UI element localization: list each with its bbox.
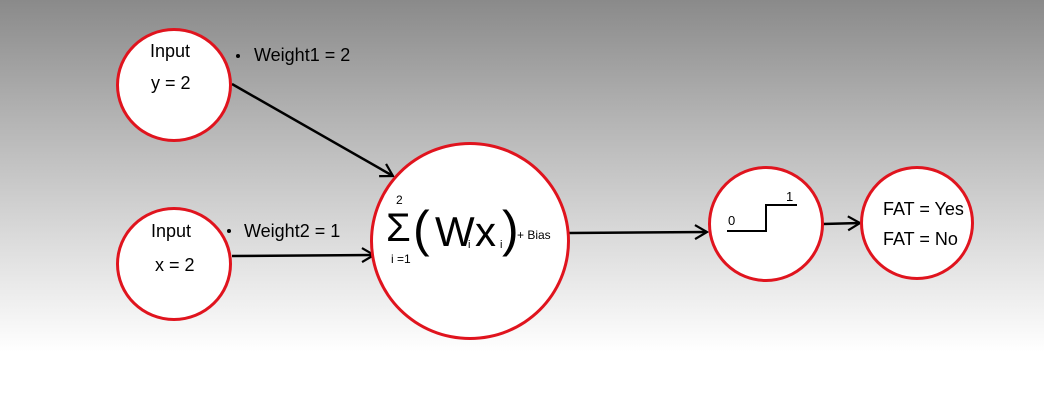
output-yes-label: FAT = Yes	[883, 199, 964, 219]
sum-bias-label: + Bias	[517, 228, 551, 242]
weight1-bullet	[236, 54, 240, 58]
weight1-label: Weight1 = 2	[254, 45, 351, 65]
step-high-label: 1	[786, 189, 794, 204]
sum-x-symbol: x	[475, 208, 496, 255]
sum-lower-limit: i =1	[391, 252, 411, 266]
arrow-step-to-output	[822, 215, 863, 232]
input-y-label: Input	[150, 41, 191, 61]
arrow-x-to-sum	[231, 247, 377, 264]
arrow-sum-to-step	[568, 224, 710, 241]
arrow-y-to-sum	[231, 82, 395, 178]
input-x-node	[116, 207, 232, 321]
sum-close-paren: )	[502, 201, 519, 257]
input-x-label: Input	[151, 221, 192, 241]
sum-weight-subscript: i	[468, 239, 471, 251]
sum-open-paren: (	[413, 201, 430, 257]
sum-weight-symbol: W	[435, 208, 475, 255]
summation-node	[370, 142, 570, 340]
weight2-label: Weight2 = 1	[244, 221, 341, 241]
input-y-value: y = 2	[151, 73, 191, 93]
sum-upper-limit: 2	[396, 193, 403, 207]
output-node	[860, 166, 974, 280]
sum-x-subscript: i	[500, 239, 503, 251]
input-y-node	[116, 28, 232, 142]
sum-sigma-symbol: Σ	[386, 206, 411, 250]
output-no-label: FAT = No	[883, 229, 958, 249]
step-function-line	[727, 204, 797, 232]
input-x-value: x = 2	[155, 255, 195, 275]
weight2-bullet	[227, 229, 231, 233]
step-low-label: 0	[728, 213, 736, 228]
